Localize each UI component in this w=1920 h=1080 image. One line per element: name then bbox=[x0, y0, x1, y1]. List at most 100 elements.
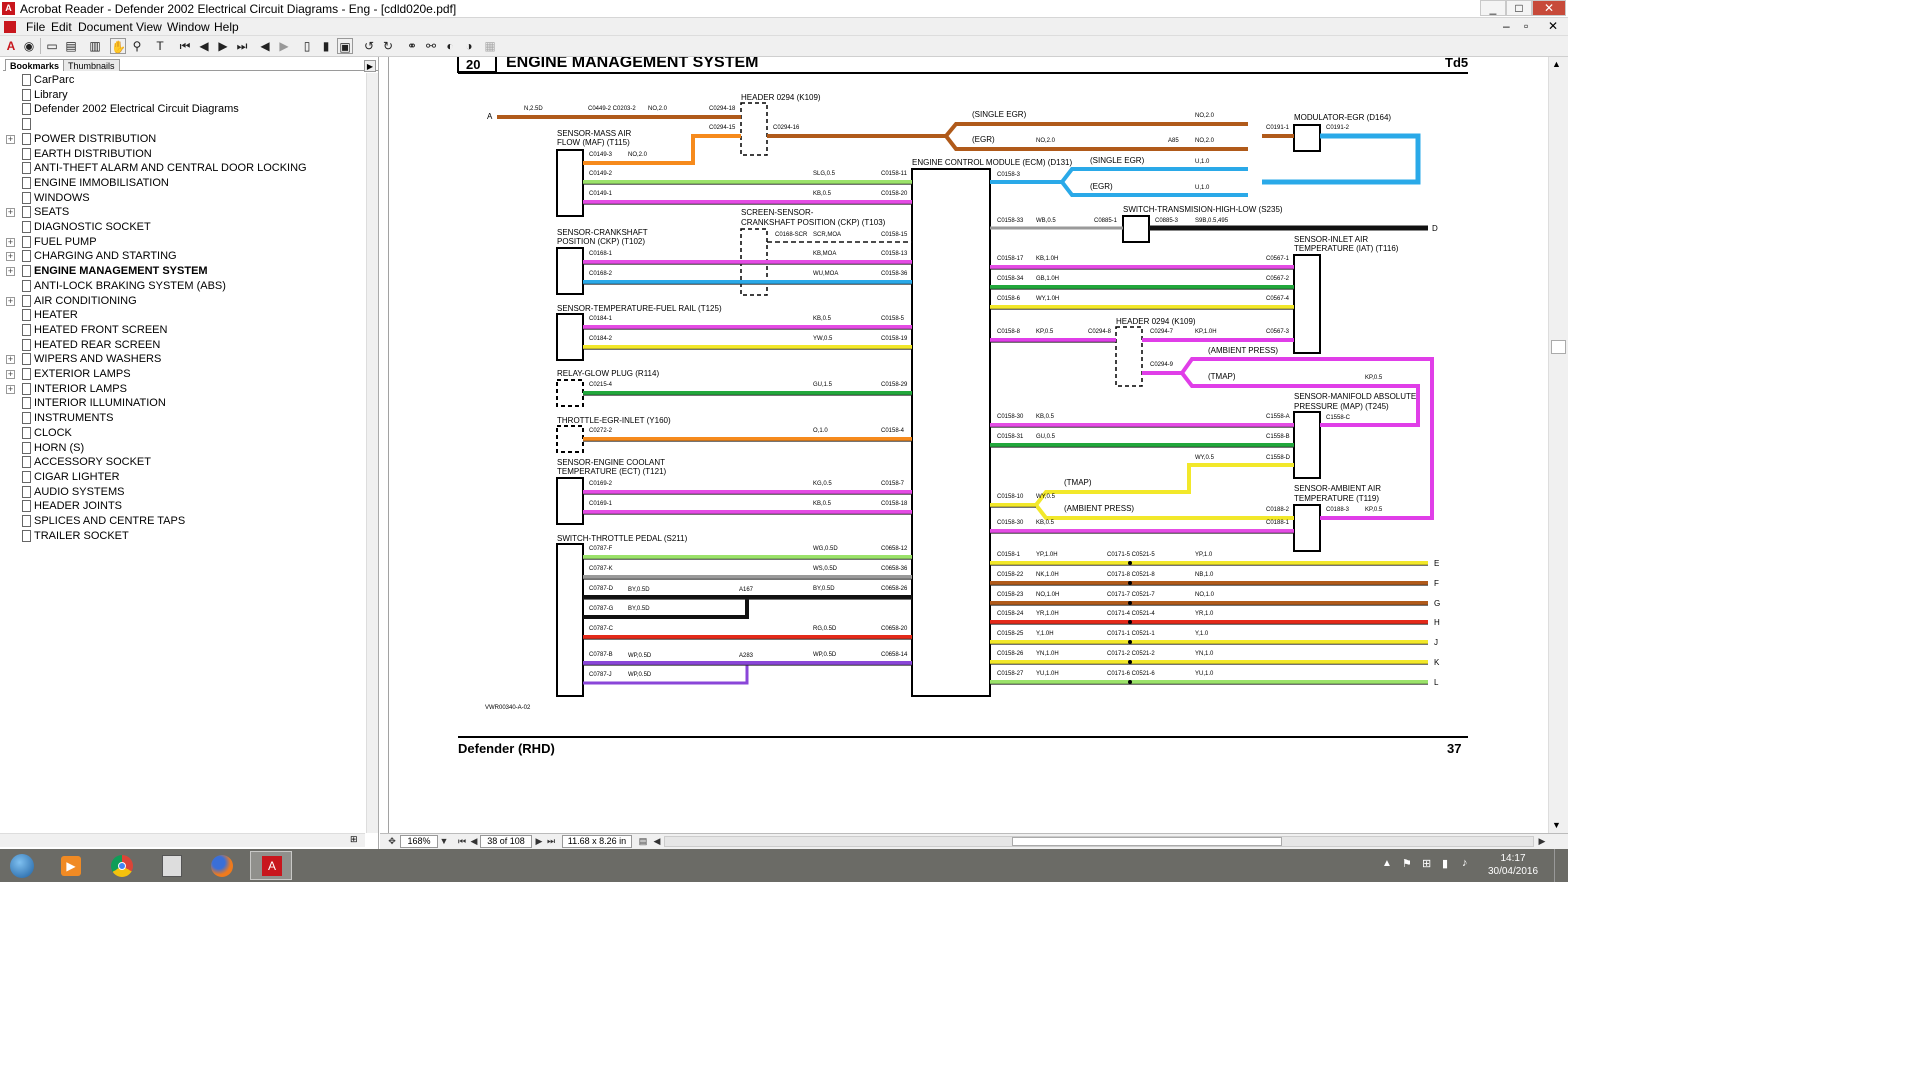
layout-menu-icon[interactable]: ▤ bbox=[638, 836, 648, 846]
go-back-icon[interactable]: ◀ bbox=[260, 39, 270, 53]
status-first-page-icon[interactable]: ⏮ bbox=[457, 836, 467, 846]
rotate-cw-icon[interactable]: ↻ bbox=[382, 39, 394, 53]
document-info-icon[interactable]: ◑ bbox=[465, 39, 473, 53]
fit-page-icon[interactable]: ▮ bbox=[322, 39, 330, 53]
menu-window[interactable]: Window bbox=[167, 20, 210, 34]
taskbar-chrome[interactable] bbox=[100, 851, 142, 880]
pane-resize-icon[interactable]: ⊞ bbox=[350, 834, 358, 844]
connector-code: C0168-2 bbox=[589, 271, 613, 277]
clock[interactable]: 14:17 30/04/2016 bbox=[1483, 853, 1543, 878]
taskbar-calculator[interactable] bbox=[150, 851, 192, 880]
show-navigation-pane-icon[interactable]: ▥ bbox=[89, 39, 101, 53]
ecm-egr-control bbox=[1060, 180, 1248, 197]
doc-restore-button[interactable]: ▫ bbox=[1524, 19, 1529, 33]
wire-code: KB,0.5 bbox=[813, 191, 832, 197]
actual-size-icon[interactable]: ▯ bbox=[303, 39, 311, 53]
menu-view[interactable]: View bbox=[136, 20, 162, 34]
bookmark-hscrollbar[interactable]: ⊞ bbox=[0, 833, 365, 847]
taskbar-firefox[interactable] bbox=[200, 851, 242, 880]
horizontal-scrollbar[interactable] bbox=[664, 836, 1534, 847]
volume-icon[interactable]: ♪ bbox=[1462, 857, 1468, 869]
pane-menu-button[interactable]: ▶ bbox=[364, 60, 376, 72]
network-icon[interactable]: ▮ bbox=[1442, 858, 1449, 870]
hscroll-left-icon[interactable]: ◀ bbox=[653, 836, 661, 846]
zoom-tool-icon[interactable]: ⚲ bbox=[132, 39, 142, 53]
ambient-supply-wire bbox=[1034, 503, 1294, 520]
maximize-button[interactable]: □ bbox=[1506, 0, 1532, 16]
connector-code: C0658-12 bbox=[881, 546, 908, 552]
menu-file[interactable]: File bbox=[26, 20, 46, 34]
maf-label-2: FLOW (MAF) (T115) bbox=[557, 138, 630, 147]
tab-bookmarks[interactable]: Bookmarks bbox=[5, 59, 65, 71]
taskbar-acrobat[interactable]: A bbox=[250, 851, 292, 880]
close-button[interactable]: ✕ bbox=[1532, 0, 1566, 16]
bookmark-label: CLOCK bbox=[34, 426, 72, 439]
expand-icon[interactable]: + bbox=[6, 133, 15, 144]
show-desktop-button[interactable] bbox=[1554, 849, 1566, 882]
footer-page-number: 37 bbox=[1447, 741, 1461, 756]
scroll-down-icon[interactable]: ▼ bbox=[1552, 820, 1561, 830]
expand-icon[interactable]: + bbox=[6, 207, 15, 218]
hscroll-right-icon[interactable]: ▶ bbox=[1538, 836, 1546, 846]
ebook-icon[interactable]: ◐ bbox=[446, 39, 454, 53]
terminal-label: L bbox=[1434, 678, 1439, 687]
status-prev-page-icon[interactable]: ◀ bbox=[470, 836, 478, 846]
expand-icon[interactable]: + bbox=[6, 369, 15, 379]
taskbar-media-player[interactable]: ▶ bbox=[50, 851, 92, 880]
print-icon[interactable]: ▤ bbox=[65, 39, 77, 53]
bookmark-scrollbar[interactable] bbox=[366, 73, 378, 833]
windows-tray-icon[interactable]: ⊞ bbox=[1422, 858, 1432, 870]
splice-dot bbox=[1128, 660, 1132, 664]
expand-icon[interactable]: + bbox=[6, 266, 15, 277]
text-select-tool-icon[interactable]: T bbox=[156, 39, 164, 53]
doc-close-button[interactable]: ✕ bbox=[1548, 19, 1559, 33]
expand-icon[interactable]: + bbox=[6, 236, 15, 247]
action-center-icon[interactable]: ⚑ bbox=[1402, 858, 1412, 870]
status-last-page-icon[interactable]: ⏭ bbox=[546, 836, 556, 846]
scroll-up-icon[interactable]: ▲ bbox=[1552, 59, 1561, 69]
doc-minimize-button[interactable]: – bbox=[1503, 19, 1510, 33]
last-page-icon[interactable]: ⏭ bbox=[236, 39, 248, 53]
menu-help[interactable]: Help bbox=[214, 20, 239, 34]
aat-label-2: TEMPERATURE (T119) bbox=[1294, 494, 1379, 503]
open-web-icon[interactable]: ◉ bbox=[23, 39, 35, 53]
tray-expand-icon[interactable]: ▲ bbox=[1382, 858, 1392, 869]
wire-code: GB,1.0H bbox=[1036, 276, 1059, 282]
find-icon[interactable]: ⚭ bbox=[406, 39, 418, 53]
tab-thumbnails[interactable]: Thumbnails bbox=[63, 59, 120, 71]
zoom-field[interactable]: 168% bbox=[400, 835, 438, 848]
vertical-scrollbar[interactable]: ▲ ▼ bbox=[1548, 57, 1568, 833]
connector-code: C0787-F bbox=[589, 546, 613, 552]
section-number: 20 bbox=[466, 57, 480, 72]
menu-document[interactable]: Document bbox=[78, 20, 133, 34]
previous-page-icon[interactable]: ◀ bbox=[199, 39, 209, 53]
page-size-field: 11.68 x 8.26 in bbox=[562, 835, 632, 848]
hand-tool-icon[interactable]: ✋ bbox=[110, 38, 126, 54]
scroll-thumb[interactable] bbox=[1551, 340, 1566, 354]
connector-code: C0158-30 bbox=[997, 414, 1024, 420]
menu-edit[interactable]: Edit bbox=[51, 20, 72, 34]
disabled-tool-icon[interactable]: ▦ bbox=[484, 39, 496, 53]
expand-icon[interactable]: + bbox=[6, 354, 15, 365]
first-page-icon[interactable]: ⏮ bbox=[179, 39, 191, 53]
hscroll-thumb[interactable] bbox=[1012, 837, 1282, 846]
go-forward-icon[interactable]: ▶ bbox=[279, 39, 289, 53]
transmission-label: SWITCH-TRANSMISION-HIGH-LOW (S235) bbox=[1123, 205, 1283, 214]
fit-width-icon[interactable]: ▣ bbox=[337, 38, 353, 54]
modulator-label: MODULATOR-EGR (D164) bbox=[1294, 113, 1391, 122]
next-page-icon[interactable]: ▶ bbox=[218, 39, 228, 53]
page-number-field[interactable]: 38 of 108 bbox=[480, 835, 532, 848]
rotate-ccw-icon[interactable]: ↺ bbox=[363, 39, 375, 53]
connector-code: C0149-3 bbox=[589, 152, 613, 158]
expand-icon[interactable]: + bbox=[6, 295, 15, 306]
page-layout-icon[interactable]: ✥ bbox=[388, 836, 396, 846]
bookmark-label: ENGINE MANAGEMENT SYSTEM bbox=[34, 265, 208, 278]
expand-icon[interactable]: + bbox=[6, 251, 15, 262]
open-folder-icon[interactable]: ▭ bbox=[46, 39, 58, 53]
search-icon[interactable]: ⚯ bbox=[425, 39, 437, 53]
minimize-button[interactable]: _ bbox=[1480, 0, 1506, 16]
start-button[interactable] bbox=[2, 851, 42, 880]
status-next-page-icon[interactable]: ▶ bbox=[535, 836, 543, 846]
zoom-dropdown-icon[interactable]: ▼ bbox=[439, 836, 449, 846]
expand-icon[interactable]: + bbox=[6, 383, 15, 394]
